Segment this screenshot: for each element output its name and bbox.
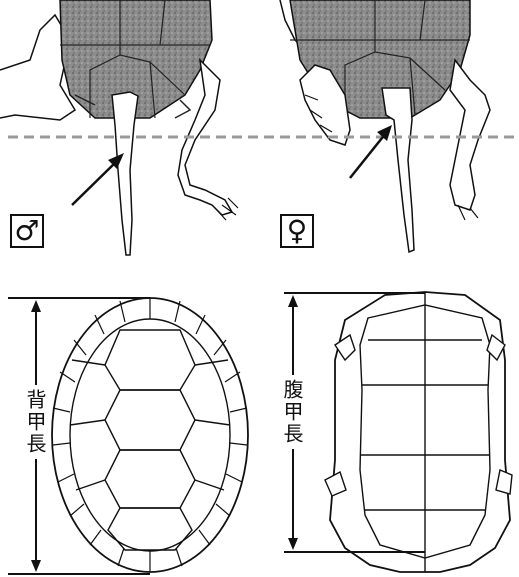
female-symbol-box: ♀ xyxy=(280,214,314,248)
carapace-diagram xyxy=(52,298,248,572)
female-tail xyxy=(382,88,414,252)
female-symbol: ♀ xyxy=(287,217,308,245)
male-symbol: ♂ xyxy=(14,217,39,245)
female-right-leg xyxy=(450,60,490,210)
male-symbol-box: ♂ xyxy=(10,214,44,248)
male-tail xyxy=(112,92,138,255)
carapace-length-label: 背甲長 xyxy=(24,385,48,459)
female-cloaca-arrow xyxy=(350,125,392,178)
plastron-length-label: 腹甲長 xyxy=(281,375,305,449)
male-cloaca-arrow xyxy=(72,153,124,205)
plastron-diagram xyxy=(325,292,512,572)
